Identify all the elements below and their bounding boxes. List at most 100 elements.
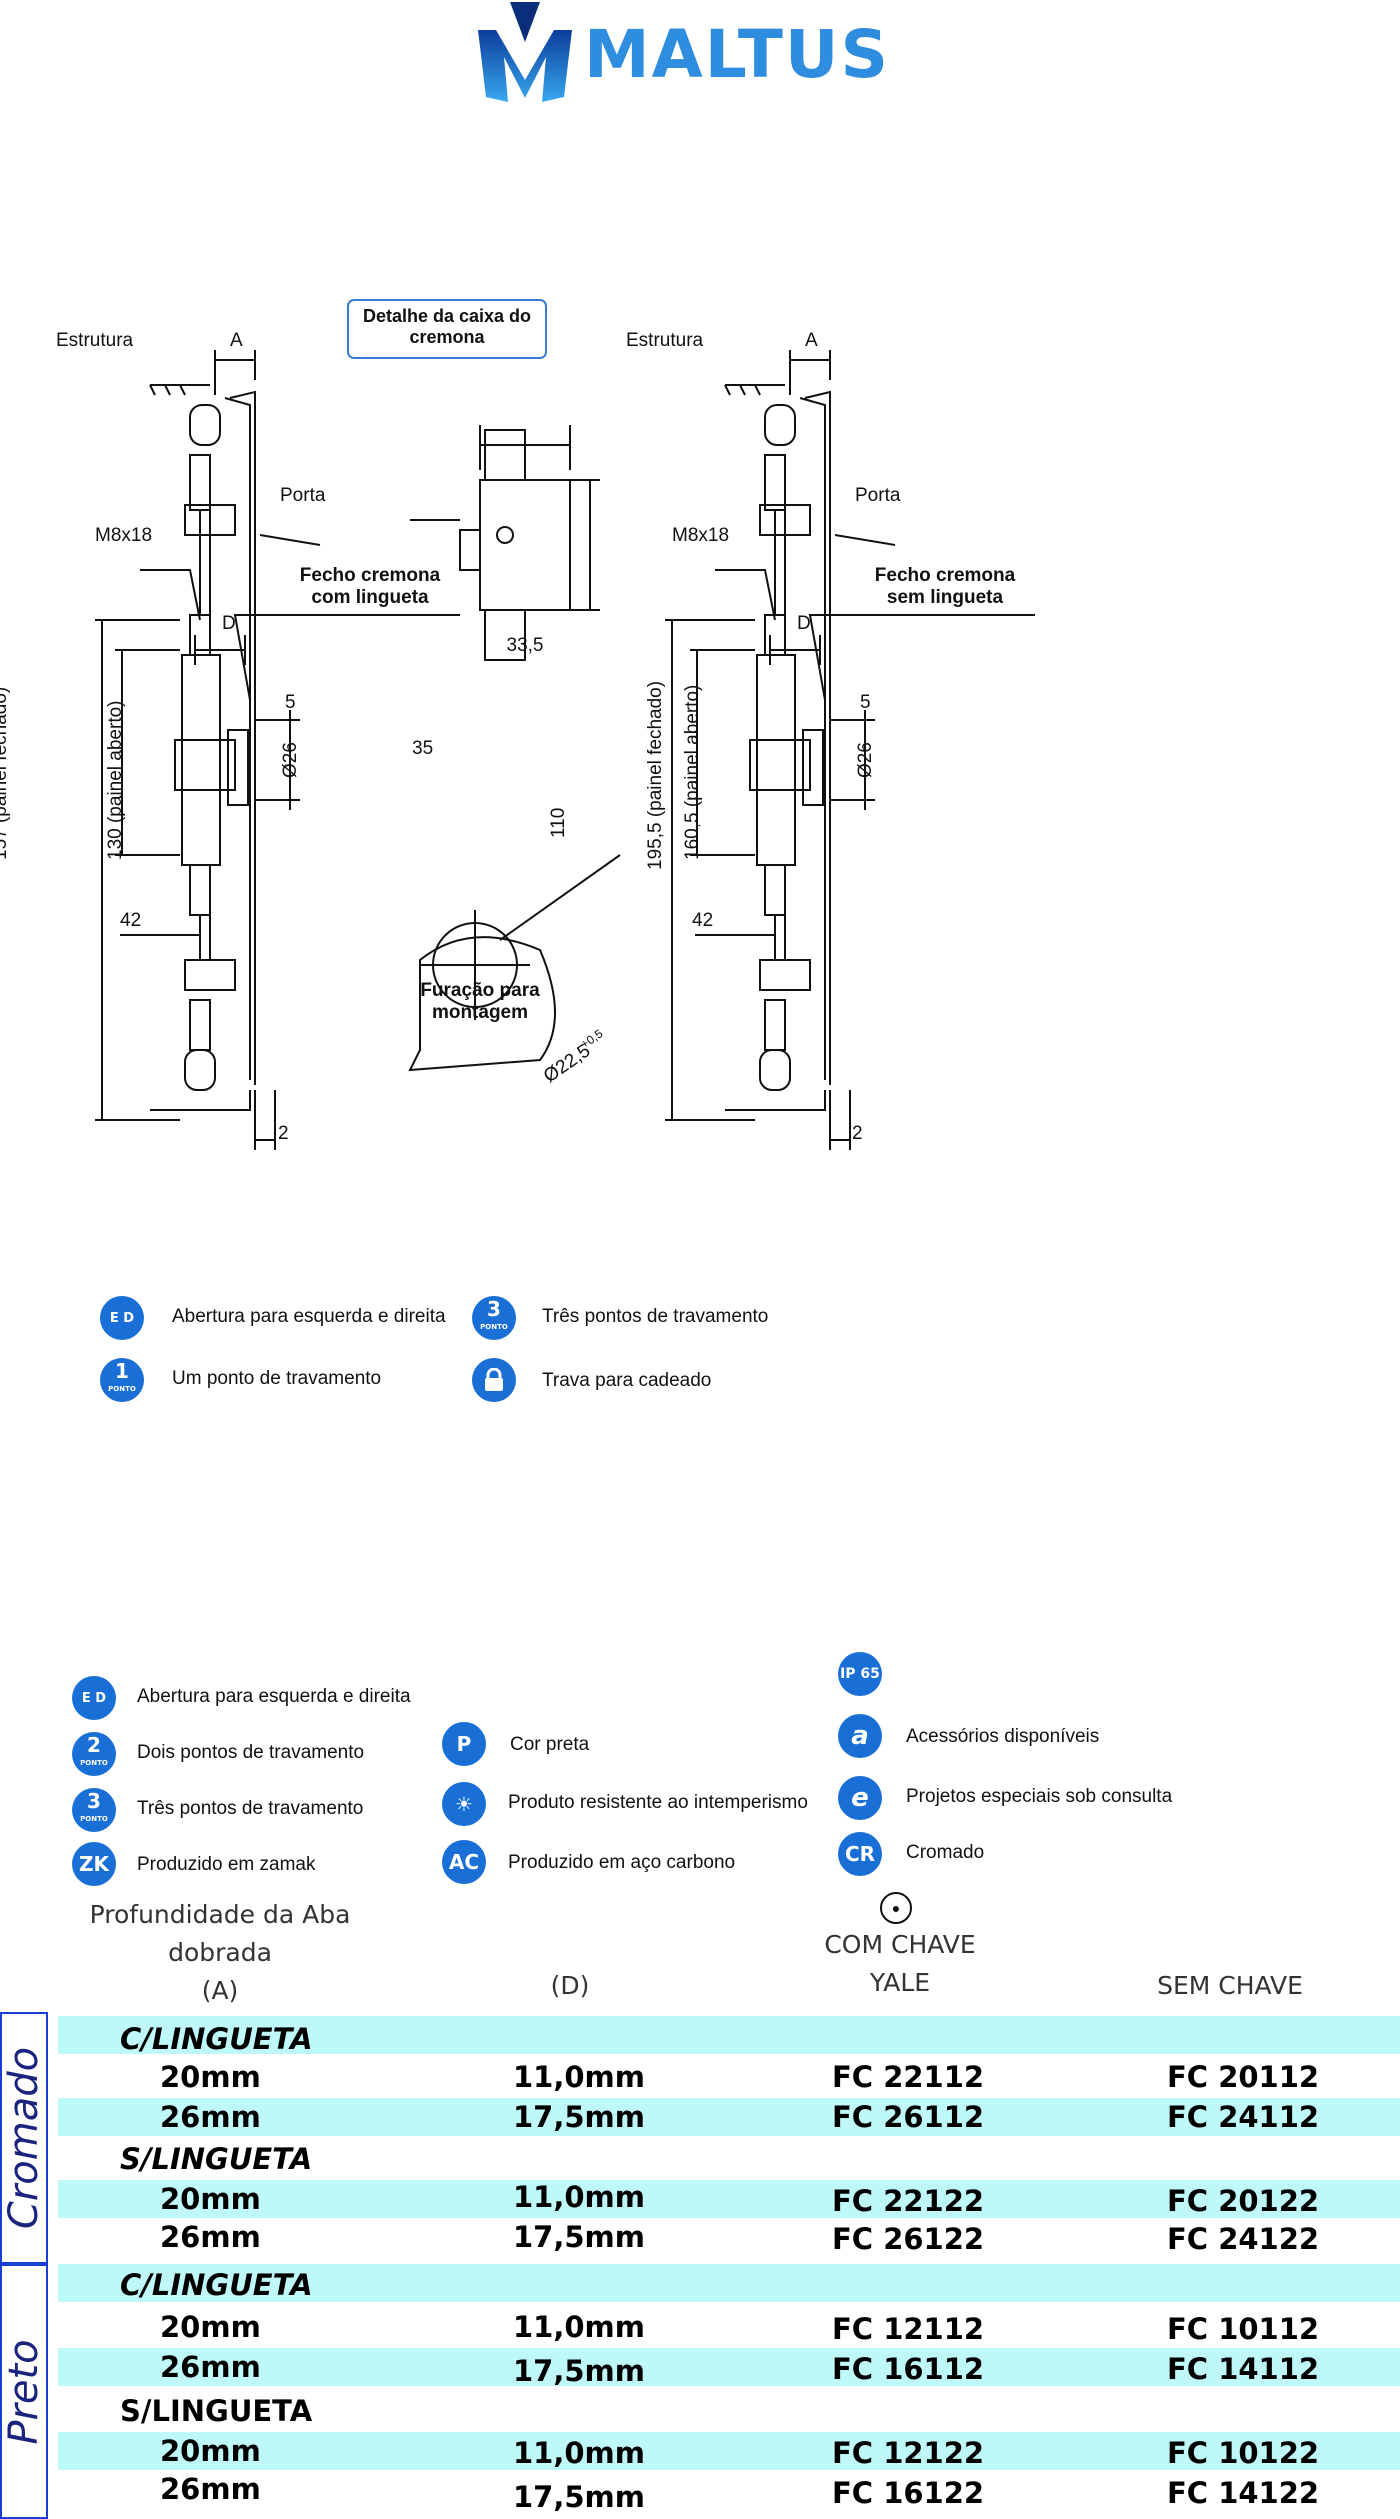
feature-label: Trava para cadeado: [542, 1370, 712, 1391]
side-label-text: Cromado: [1, 2046, 47, 2230]
center-dim110: 110: [548, 807, 569, 838]
feature-label: Três pontos de travamento: [542, 1306, 769, 1327]
feature-label: Produzido em zamak: [137, 1854, 316, 1875]
feature-label: Cromado: [906, 1842, 985, 1863]
feature-bottom-8: IP 65: [838, 1652, 882, 1696]
cell-d: 11,0mm: [513, 2180, 645, 2214]
left-porta-label: Porta: [280, 485, 326, 506]
stripe: [58, 2348, 1400, 2386]
feature-bottom-7: AC Produzido em aço carbono: [442, 1840, 735, 1884]
feature-top-1: E D Abertura para esquerda e direita: [100, 1296, 446, 1340]
feature-bottom-5: P Cor preta: [442, 1722, 589, 1766]
cell-a: 26mm: [160, 2100, 261, 2134]
cell-d: 11,0mm: [513, 2060, 645, 2094]
header-sem-chave: SEM CHAVE: [1157, 1971, 1303, 2000]
left-dim5: 5: [285, 692, 296, 713]
cell-a: 20mm: [160, 2434, 261, 2468]
title-box-label: Detalhe da caixa do cremona: [362, 306, 532, 347]
cell-sem: FC 20122: [1167, 2184, 1320, 2218]
stripe: [58, 2098, 1400, 2136]
section-title: S/LINGUETA: [120, 2394, 313, 2428]
key-icon: ●: [880, 1892, 912, 1924]
right-dim26: Ø26: [855, 742, 876, 778]
right-estrutura-label: Estrutura: [626, 330, 704, 351]
left-dim157: 157 (painel fechado): [0, 686, 11, 860]
feature-bottom-9: a Acessórios disponíveis: [838, 1714, 1099, 1758]
right-m8-label: M8x18: [672, 525, 730, 546]
left-dim130: 130 (painel aberto): [105, 700, 126, 861]
accessories-icon: a: [838, 1714, 882, 1758]
stripe: [58, 2180, 1400, 2218]
feature-label: Projetos especiais sob consulta: [906, 1786, 1173, 1807]
cell-com: FC 22112: [832, 2060, 985, 2094]
right-fecho-label: Fecho cremona sem lingueta: [874, 565, 1016, 608]
header-depth-line2: dobrada: [168, 1938, 272, 1967]
feature-label: Cor preta: [510, 1734, 590, 1755]
right-a-label: A: [805, 330, 818, 351]
feature-bottom-4: ZK Produzido em zamak: [72, 1842, 315, 1886]
cell-sem: FC 24122: [1167, 2222, 1320, 2256]
cell-a: 20mm: [160, 2310, 261, 2344]
side-label-preto: Preto: [0, 2264, 48, 2519]
cell-a: 26mm: [160, 2472, 261, 2506]
cell-com: FC 16112: [832, 2352, 985, 2386]
left-m8-label: M8x18: [95, 525, 153, 546]
cell-com: FC 22122: [832, 2184, 985, 2218]
cell-d: 17,5mm: [513, 2220, 645, 2254]
side-label-text: Preto: [1, 2338, 47, 2445]
right-dim42: 42: [692, 910, 714, 931]
weather-resistant-icon: ☀: [442, 1782, 486, 1826]
cell-com: FC 16122: [832, 2476, 985, 2510]
stripe: [58, 2016, 1400, 2054]
chrome-icon: CR: [838, 1832, 882, 1876]
feature-label: Um ponto de travamento: [172, 1368, 382, 1389]
cell-a: 20mm: [160, 2182, 261, 2216]
ip65-icon: IP 65: [838, 1652, 882, 1696]
center-dim335: 33,5: [506, 635, 544, 656]
feature-label: Produzido em aço carbono: [508, 1852, 736, 1873]
brand-logo: MALTUS: [470, 2, 930, 112]
right-dim2: 2: [852, 1123, 863, 1144]
right-dim1955: 195,5 (painel fechado): [645, 680, 666, 870]
technical-drawing: Detalhe da caixa do cremona Estrutura A …: [0, 280, 1100, 1240]
feature-label: Produto resistente ao intemperismo: [508, 1792, 808, 1813]
feature-bottom-1: E D Abertura para esquerda e direita: [72, 1676, 411, 1720]
cell-com: FC 12112: [832, 2312, 985, 2346]
brand-name: MALTUS: [584, 16, 891, 93]
right-dim5: 5: [860, 692, 871, 713]
cell-sem: FC 24112: [1167, 2100, 1320, 2134]
right-porta-label: Porta: [855, 485, 901, 506]
right-d-label: D: [797, 613, 811, 634]
feature-bottom-10: e Projetos especiais sob consulta: [838, 1776, 1172, 1820]
stripe: [58, 2264, 1400, 2302]
cell-sem: FC 10112: [1167, 2312, 1320, 2346]
left-right-opening-icon: E D: [100, 1296, 144, 1340]
stripe: [58, 2432, 1400, 2470]
cell-a: 26mm: [160, 2220, 261, 2254]
center-furacao-label: Furação para montagem: [420, 980, 540, 1023]
cell-sem: FC 14112: [1167, 2352, 1320, 2386]
maltus-logo-icon: [478, 2, 572, 102]
header-d: (D): [550, 1971, 590, 2000]
section-title: C/LINGUETA: [120, 2022, 313, 2056]
drawing-lines: [95, 299, 1035, 1150]
cell-a: 26mm: [160, 2350, 261, 2384]
special-projects-icon: e: [838, 1776, 882, 1820]
feature-bottom-11: CR Cromado: [838, 1832, 984, 1876]
cell-d: 17,5mm: [513, 2100, 645, 2134]
black-color-icon: P: [442, 1722, 486, 1766]
left-fecho-label: Fecho cremona com lingueta: [299, 565, 441, 608]
cell-sem: FC 10122: [1167, 2436, 1320, 2470]
padlock-icon: [472, 1358, 516, 1402]
left-d-label: D: [222, 613, 236, 634]
zamak-icon: ZK: [72, 1842, 116, 1886]
center-dim35: 35: [412, 738, 434, 759]
header-com-line1: COM CHAVE: [824, 1930, 976, 1959]
